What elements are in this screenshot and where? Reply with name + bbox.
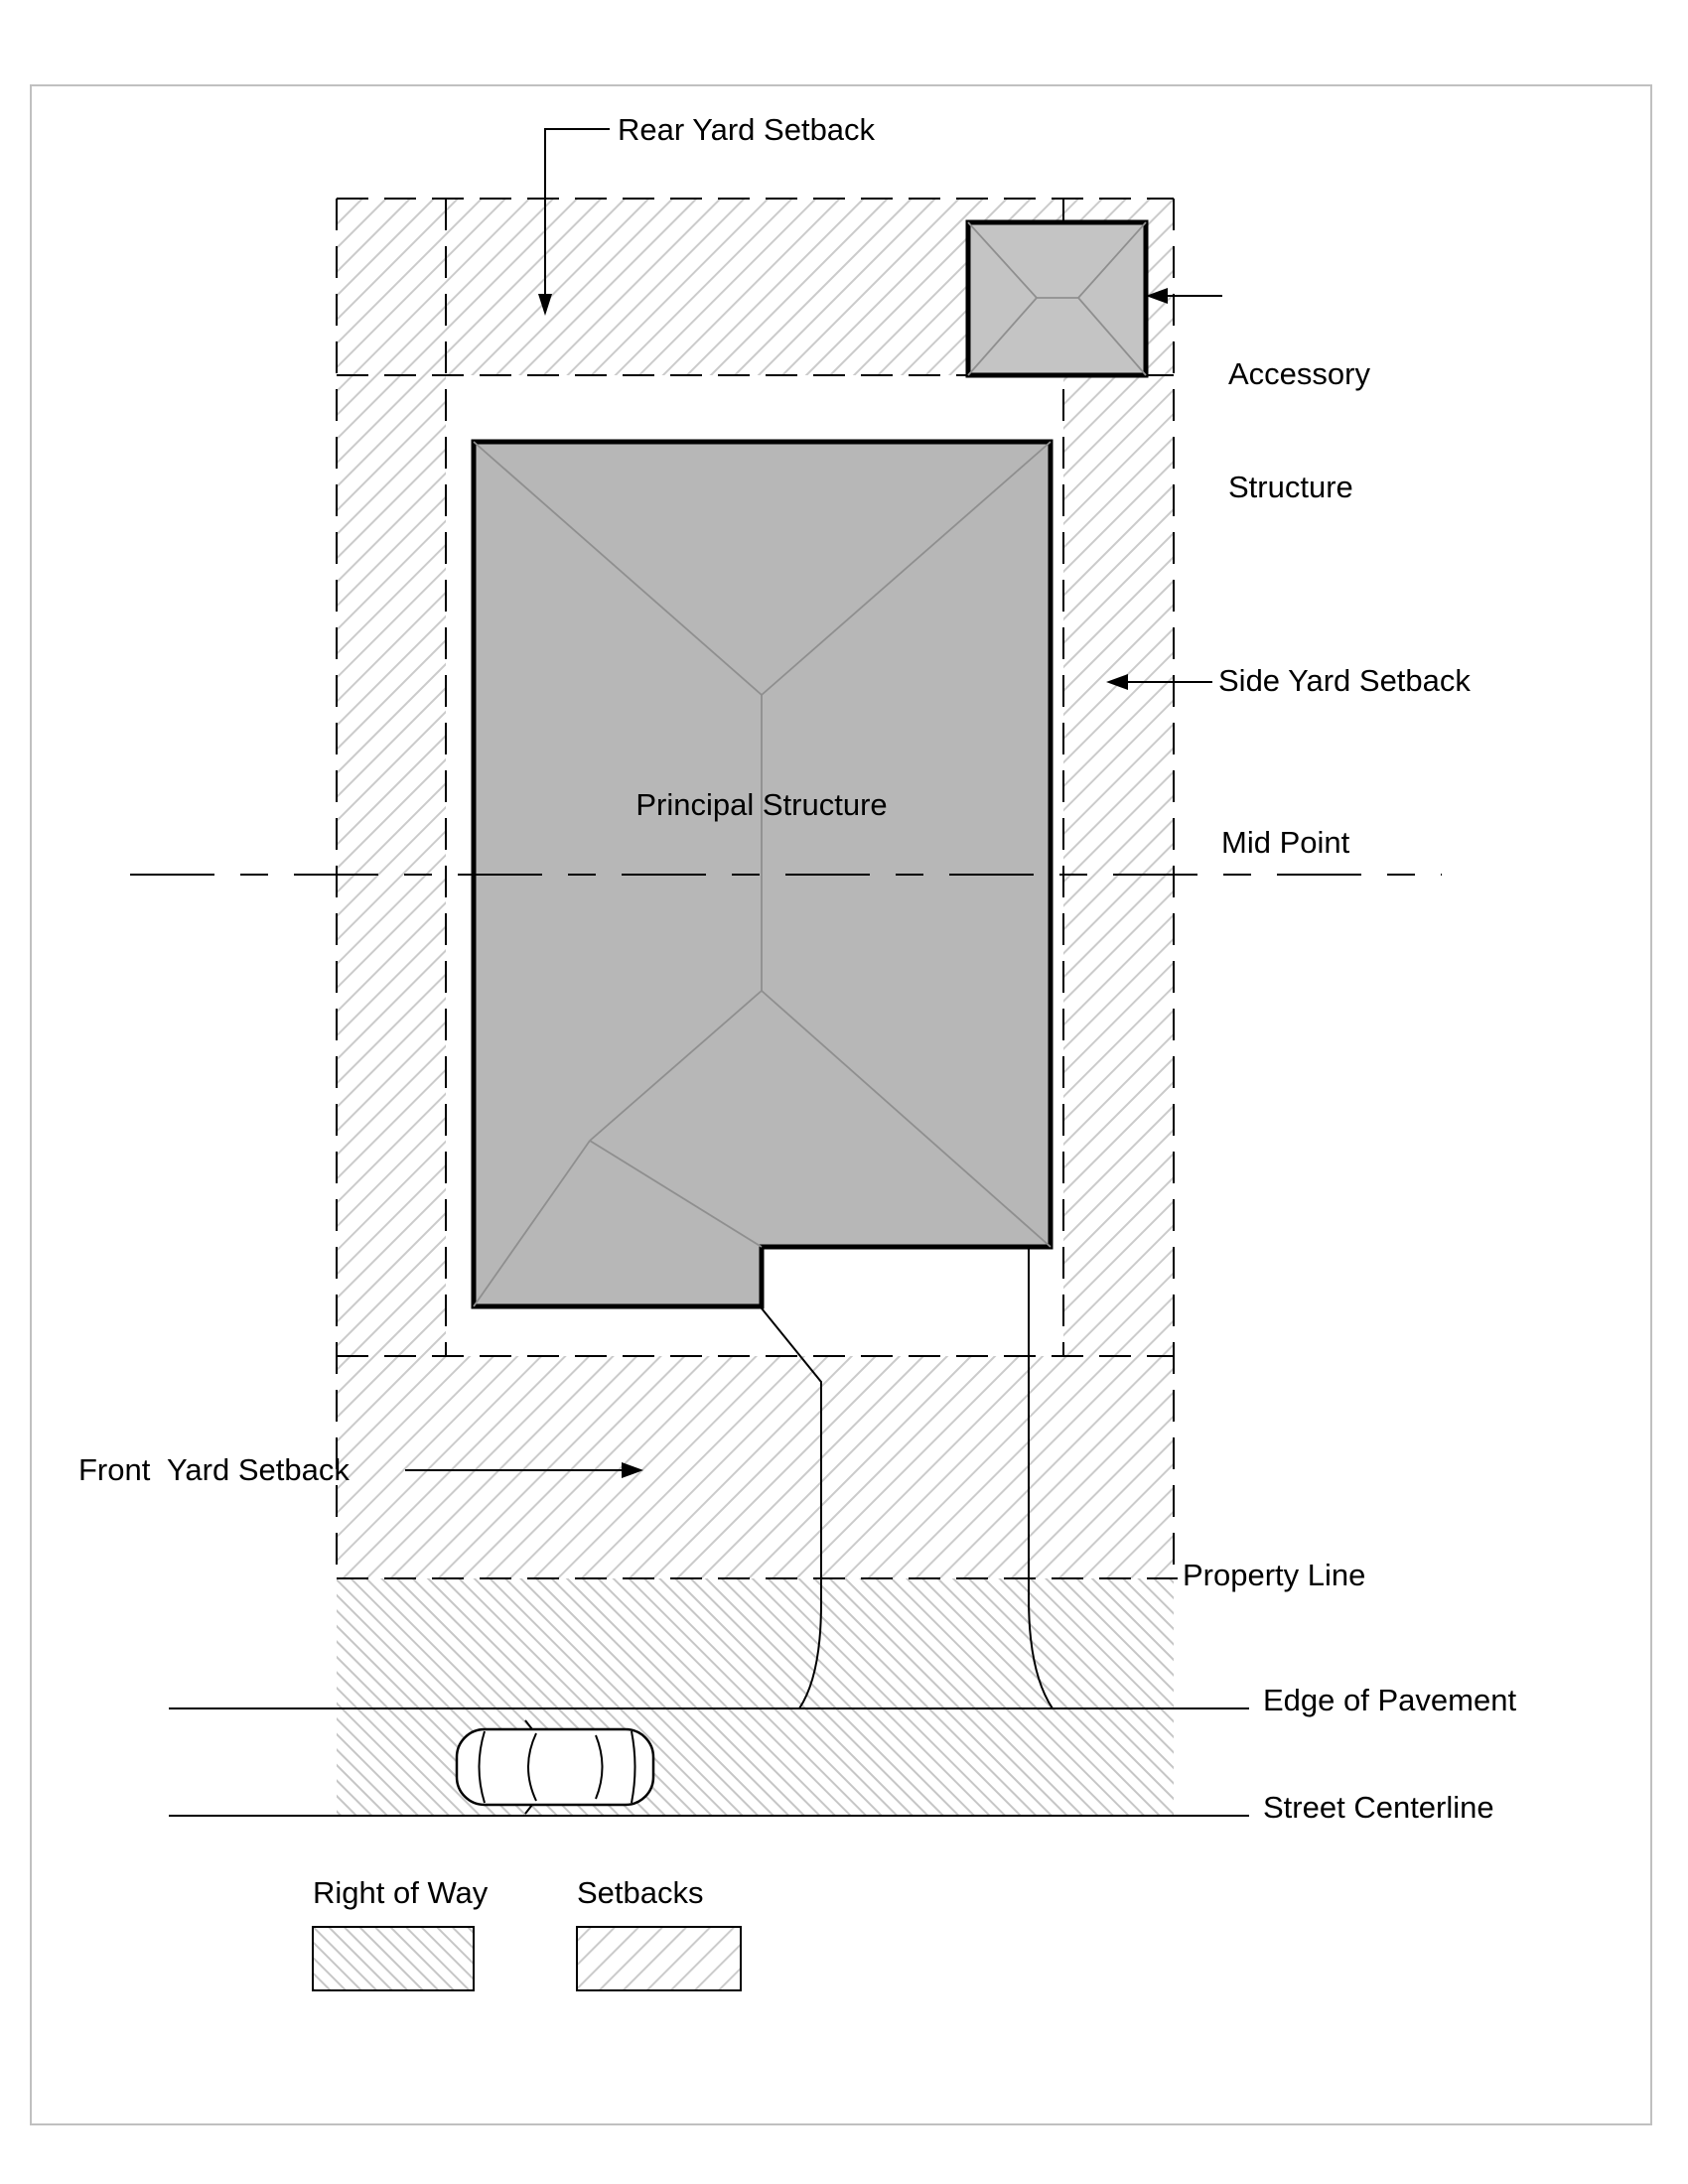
roof-hip-line [473, 1140, 591, 1307]
leader-line [544, 128, 610, 298]
street-centerline-label: Street Centerline [1263, 1790, 1494, 1825]
accessory-structure-label: Accessory Structure [1228, 280, 1370, 582]
accessory-roof-lines [967, 221, 1147, 376]
side-yard-setback-area-left [337, 375, 446, 1356]
side-yard-leader [1106, 674, 1212, 690]
roof-hip-line [589, 1140, 763, 1248]
side-yard-setback-area-right [1063, 375, 1174, 1356]
car-plan-icon [455, 1719, 655, 1815]
rear-yard-leader [538, 128, 610, 316]
front-yard-leader [405, 1462, 643, 1478]
roof-hip-line [967, 221, 1038, 299]
mid-point-label: Mid Point [1221, 825, 1350, 860]
roof-hip-line [1077, 297, 1147, 376]
roof-hip-line [967, 297, 1038, 376]
rear-yard-setback-label: Rear Yard Setback [618, 112, 876, 147]
page-border [30, 84, 1652, 2125]
side-yard-setback-label: Side Yard Setback [1218, 663, 1471, 698]
front-yard-setback-label: Front Yard Setback [78, 1452, 350, 1487]
roof-hip-line [473, 441, 763, 696]
driveway-edge-right [1028, 1249, 1054, 1709]
principal-roof-lines [473, 441, 1052, 1307]
accessory-leader [1146, 288, 1222, 304]
legend-right-of-way-label: Right of Way [313, 1875, 489, 1910]
accessory-structure [965, 219, 1149, 378]
accessory-structure-label-line2: Structure [1228, 470, 1353, 504]
driveway-edge-left [761, 1307, 822, 1709]
left-arrow-icon [1106, 674, 1128, 690]
roof-hip-line [589, 990, 763, 1142]
property-line-label: Property Line [1183, 1558, 1366, 1592]
roof-hip-line [1077, 221, 1147, 299]
legend-setbacks-label: Setbacks [577, 1875, 704, 1910]
principal-structure-label: Principal Structure [635, 787, 888, 822]
legend-swatch-setbacks [576, 1926, 742, 1991]
legend-swatch-right-of-way [312, 1926, 475, 1991]
down-arrow-icon [538, 294, 552, 316]
roof-hip-line [761, 441, 1052, 696]
left-arrow-icon [1146, 288, 1168, 304]
edge-of-pavement-label: Edge of Pavement [1263, 1683, 1517, 1717]
roof-hip-line [761, 990, 1052, 1248]
right-arrow-icon [622, 1462, 643, 1478]
accessory-structure-label-line1: Accessory [1228, 356, 1370, 391]
front-yard-setback-area [337, 1356, 1174, 1578]
